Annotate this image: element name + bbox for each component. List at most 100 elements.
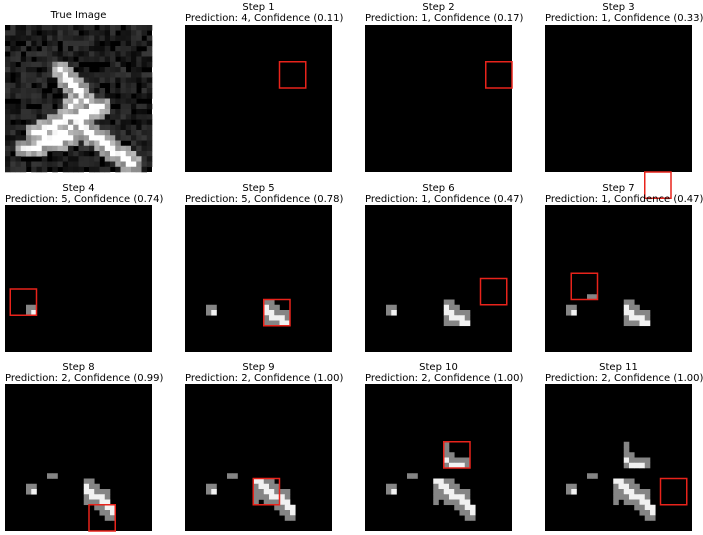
pixel [571,310,577,316]
pixel [253,499,259,506]
pixel [639,320,646,327]
pixel [136,140,142,147]
pixel [454,457,460,464]
pixel [26,310,32,316]
pixel [99,145,106,152]
pixel [269,494,275,500]
pixel [104,130,111,136]
pixel [141,161,148,168]
pixel [62,130,69,136]
pixel [73,46,79,52]
pixel [279,320,286,327]
pixel [104,499,111,506]
pixel [644,462,651,469]
pixel [89,156,95,162]
pixel [110,156,116,162]
pixel [68,151,74,157]
pixel [73,93,79,99]
pixel [141,135,148,141]
pixel [15,156,22,162]
pixel [639,462,646,469]
panel-subtitle: Prediction: 2, Confidence (1.00) [365,373,524,384]
pixel [83,25,90,31]
pixel [68,40,74,47]
pixel [83,109,90,115]
pixel [62,25,69,31]
pixel [136,30,142,36]
pixel [634,320,640,327]
pixel [31,130,37,136]
pixel [386,483,392,490]
pixel [15,82,22,89]
pixel [20,67,27,73]
pixel [639,494,646,500]
pixel [83,494,90,500]
pixel [407,473,413,479]
pixel [10,67,16,73]
pixel [26,72,32,78]
pixel [73,25,79,31]
pixel [57,124,64,131]
pixel [634,304,640,311]
pixel [57,61,64,68]
pixel [115,166,121,173]
pixel [459,320,466,327]
pixel [57,30,64,36]
pixel [20,30,27,36]
pixel [83,88,90,94]
pixel [47,473,53,479]
pixel [120,114,127,120]
pixel [89,93,95,99]
pixel [62,56,69,63]
pixel [20,25,27,31]
pixel [110,72,116,78]
pixel [618,489,625,495]
pixel [136,130,142,136]
pixel [618,494,625,500]
pixel [141,166,148,173]
pixel [94,119,100,126]
pixel [443,315,450,321]
pixel [78,51,85,57]
pixel [146,40,153,47]
pixel [120,98,127,105]
pixel [470,515,476,521]
pixel [99,30,106,36]
pixel [73,40,79,47]
pixel [83,114,90,120]
pixel [94,82,100,89]
pixel [99,499,106,506]
pixel [104,93,111,99]
pixel [104,35,111,42]
pixel [454,504,460,511]
pixel [15,130,22,136]
pixel [89,56,95,63]
pixel [52,72,58,78]
pixel [571,304,577,311]
pixel [57,25,64,31]
pixel [136,56,142,63]
pixel [110,109,116,115]
pixel [146,82,153,89]
pixel [125,51,132,57]
pixel [36,140,43,147]
pixel [290,504,296,511]
panel-subtitle: Prediction: 1, Confidence (0.47) [365,194,524,205]
pixel [115,156,121,162]
pixel [94,494,100,500]
pixel [89,72,95,78]
pixel [68,98,74,105]
pixel [623,494,630,500]
pixel [68,114,74,120]
pixel [31,119,37,126]
glimpse-box [479,277,508,306]
pixel [110,25,116,31]
pixel [263,494,270,500]
pixel [269,304,275,311]
pixel [73,82,79,89]
panel-title: Step 9 [242,362,275,373]
pixel [83,140,90,147]
pixel [131,61,137,68]
pixel [94,166,100,173]
glimpse-box [443,441,471,469]
